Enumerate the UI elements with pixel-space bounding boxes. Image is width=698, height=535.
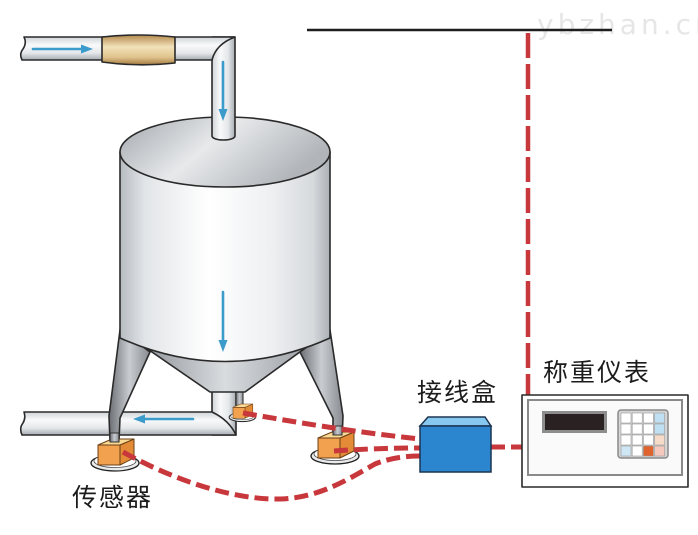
keypad-key (620, 434, 632, 446)
junction-box-top (418, 416, 493, 427)
junction-box-front (419, 425, 492, 473)
weighing-instrument-label: 称重仪表 (543, 358, 651, 387)
outlet-horizontal-pipe (19, 411, 237, 436)
junction-box (418, 416, 493, 473)
flexible-coupling (101, 34, 176, 66)
keypad-key (643, 423, 654, 435)
inlet-flow-arrow-down-icon (218, 60, 228, 121)
arrow-head (218, 109, 228, 121)
tank (108, 116, 344, 442)
arrow-head (133, 414, 145, 424)
keypad-key (631, 423, 643, 435)
keypad-key (631, 412, 643, 424)
wire-left-sensor (121, 449, 421, 502)
keypad-key (631, 445, 643, 457)
wire-right-sensor (333, 445, 421, 454)
keypad-key (643, 445, 654, 457)
arrow-head (218, 340, 228, 352)
keypad-key (631, 434, 643, 446)
keypad-key (654, 412, 665, 424)
inlet-pipe (19, 34, 236, 141)
keypad-key (620, 423, 632, 435)
load-cell-left (90, 432, 140, 472)
keypad-key (643, 412, 654, 424)
sensor-box-front (97, 444, 121, 466)
sensor-box-front (317, 437, 341, 459)
keypad-keys (620, 412, 665, 457)
tank-flow-arrow-icon (218, 290, 228, 352)
sensor-box-top (232, 403, 254, 408)
junction-box-label: 接线盒 (417, 378, 498, 407)
outlet-flow-arrow-icon (133, 414, 195, 424)
keypad-key (654, 423, 665, 435)
arrow-head (81, 44, 93, 54)
keypad-key (620, 412, 632, 424)
keypad-key (654, 434, 665, 446)
display-screen (545, 414, 604, 430)
keypad-key (654, 445, 665, 457)
leg-foot (109, 432, 120, 443)
tank-body (119, 151, 331, 363)
keypad-key (643, 434, 654, 446)
keypad-key (620, 445, 632, 457)
wire-rear-sensor (242, 410, 421, 442)
inlet-flow-arrow-right-icon (31, 44, 93, 54)
watermark: ybzhan.cn (537, 8, 698, 41)
signal-wires (121, 410, 522, 502)
sensor-label: 传感器 (72, 483, 153, 512)
weighing-instrument (521, 394, 689, 488)
